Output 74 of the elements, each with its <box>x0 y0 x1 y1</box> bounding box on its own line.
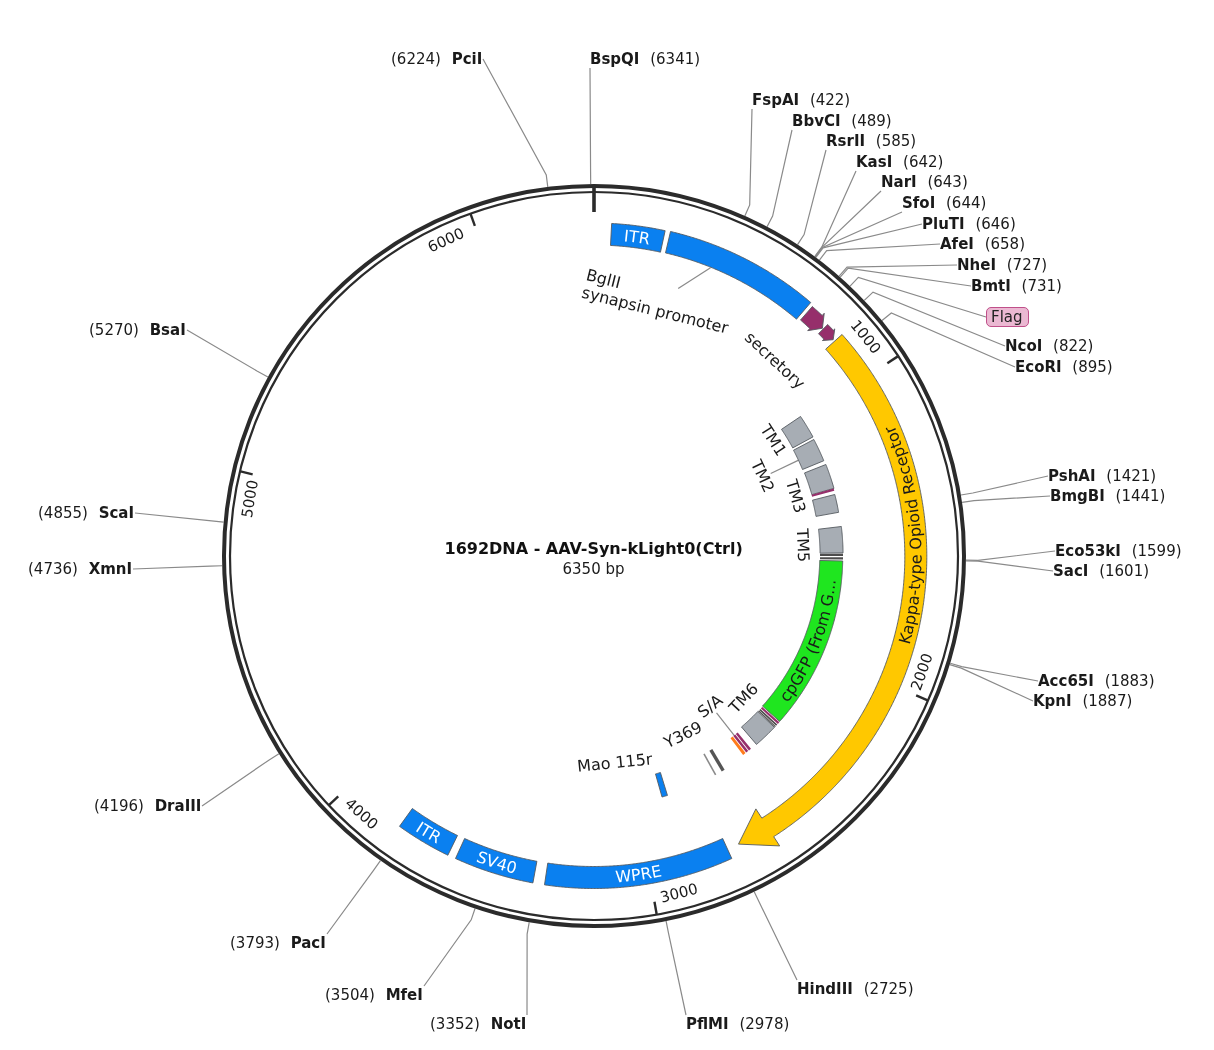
leader-line <box>796 149 827 246</box>
restriction-site-label: KasI (642) <box>856 153 944 171</box>
feature-label: ITR <box>622 226 652 249</box>
feature-label: TM3 <box>782 477 810 517</box>
leader-line <box>863 291 1006 347</box>
restriction-site-label: (3352) NotI <box>430 1015 527 1033</box>
leader-line <box>744 108 753 217</box>
scale-label: 5000 <box>239 477 263 519</box>
restriction-site-label: BbvCI (489) <box>792 112 893 130</box>
feature-label: TM2 <box>747 457 779 498</box>
leader-line <box>715 712 735 737</box>
scale-label: 2000 <box>907 650 937 693</box>
scale-label: 6000 <box>425 224 469 257</box>
restriction-site-label: RsrII (585) <box>826 132 917 150</box>
leader-line <box>965 560 1054 572</box>
feature-tag: Flag <box>986 307 1029 327</box>
restriction-site-label: BmgBI (1441) <box>1050 487 1166 505</box>
leader-line <box>186 329 269 378</box>
leader-line <box>201 753 280 807</box>
restriction-site-label: Eco53kI (1599) <box>1055 542 1183 560</box>
feature-label: ITR <box>412 817 445 848</box>
restriction-site-label: PshAI (1421) <box>1048 467 1157 485</box>
restriction-site-label: (4736) XmnI <box>28 560 133 578</box>
restriction-site-label: (3793) PacI <box>230 934 327 952</box>
leader-line <box>961 495 1051 503</box>
restriction-site-label: SacI (1601) <box>1053 562 1150 580</box>
restriction-site-label: BspQI (6341) <box>590 50 701 68</box>
feature-label: TM5 <box>792 527 813 564</box>
leader-line <box>134 512 225 523</box>
leader-line <box>839 267 972 287</box>
restriction-site-label: NcoI (822) <box>1005 337 1094 355</box>
restriction-site-label: NarI (643) <box>881 173 969 191</box>
leader-line <box>881 312 1016 368</box>
restriction-site-label: (3504) MfeI <box>325 986 424 1004</box>
restriction-site-label: FspAI (422) <box>752 91 851 109</box>
restriction-site-label: BmtI (731) <box>971 277 1063 295</box>
leader-line <box>753 891 798 981</box>
leader-line <box>482 58 549 188</box>
restriction-site-label: PflMI (2978) <box>686 1015 790 1033</box>
leader-line <box>814 170 857 258</box>
leader-line <box>665 920 687 1016</box>
restriction-site-label: (5270) BsaI <box>89 321 187 339</box>
restriction-site-label: AfeI (658) <box>940 235 1026 253</box>
feature-label: SV40 <box>474 847 520 879</box>
leader-line <box>814 190 882 258</box>
leader-line <box>132 565 223 570</box>
leader-line <box>766 129 793 228</box>
restriction-site-label: NheI (727) <box>957 256 1048 274</box>
leader-line <box>526 921 530 1016</box>
restriction-site-label: EcoRI (895) <box>1015 358 1114 376</box>
restriction-site-label: Acc65I (1883) <box>1038 672 1156 690</box>
leader-line <box>815 223 923 259</box>
leader-line <box>960 475 1049 496</box>
plasmid-size: 6350 bp <box>562 560 625 578</box>
restriction-site-label: SfoI (644) <box>902 194 987 212</box>
restriction-site-label: PluTI (646) <box>922 215 1017 233</box>
leader-line <box>423 907 476 987</box>
leader-line <box>770 459 800 475</box>
leader-line <box>849 276 987 318</box>
leader-line <box>589 67 592 185</box>
leader-line <box>818 243 941 261</box>
leader-line <box>838 264 958 277</box>
restriction-site-label: (4196) DraIII <box>94 797 202 815</box>
restriction-site-label: (6224) PciI <box>391 50 483 68</box>
leader-line <box>949 664 1034 702</box>
plasmid-name: 1692DNA - AAV-Syn-kLight0(Ctrl) <box>444 538 743 558</box>
leader-line <box>949 662 1039 682</box>
restriction-site-label: (4855) ScaI <box>38 504 135 522</box>
restriction-site-label: HindIII (2725) <box>797 980 915 998</box>
restriction-site-label: KpnI (1887) <box>1033 692 1133 710</box>
leader-line <box>326 860 382 935</box>
feature-label: Mao 115r <box>575 750 654 776</box>
leader-line <box>677 267 712 290</box>
leader-line <box>814 211 903 258</box>
